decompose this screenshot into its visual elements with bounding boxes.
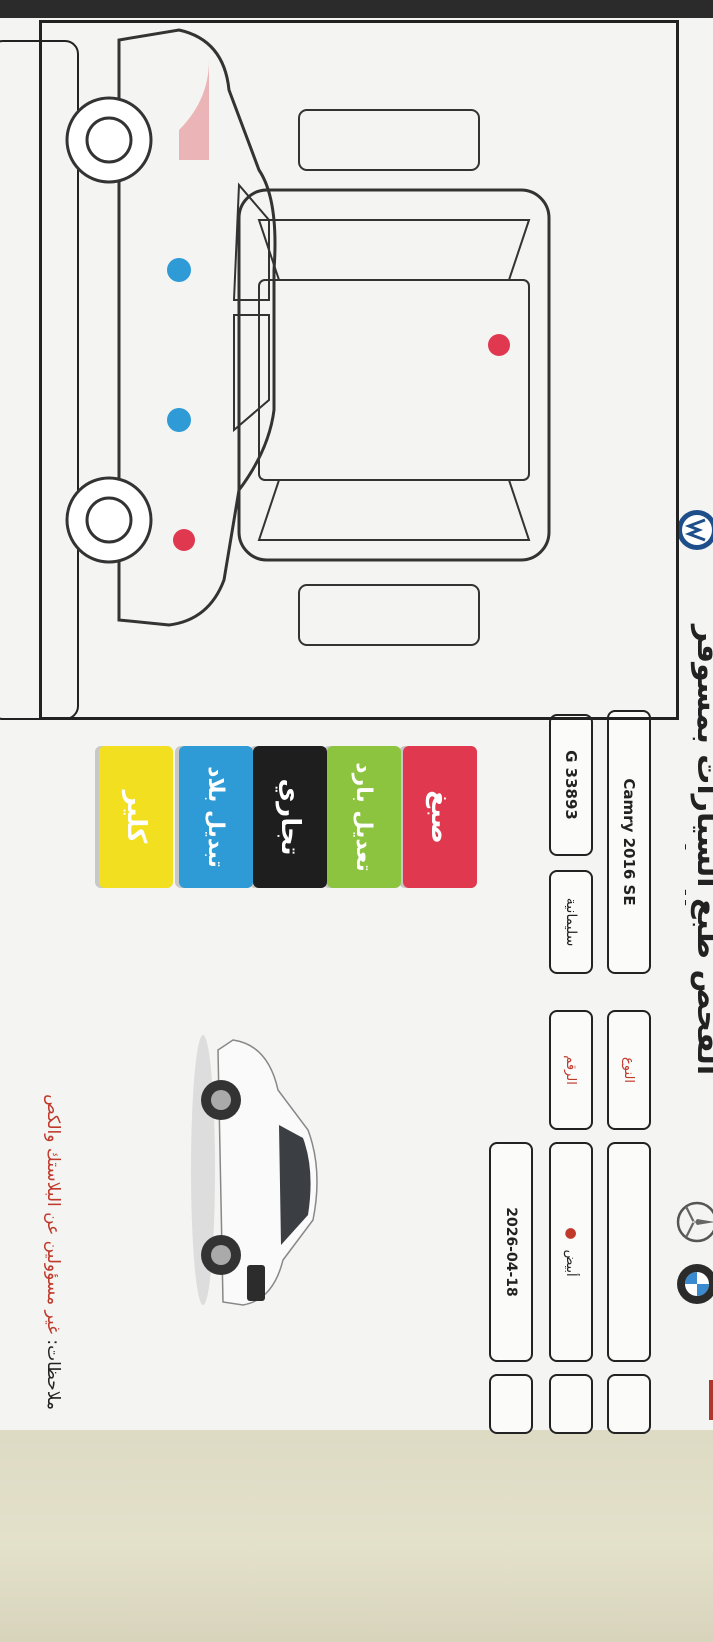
legend-replaced: تبديل بلاد [179, 746, 253, 888]
replace-mark-2 [167, 408, 191, 432]
type-value-box [607, 1142, 651, 1362]
volkswagen-logo [677, 510, 713, 550]
legend-paint-label: صبغ [425, 790, 455, 844]
plate-field: G 33893 [549, 714, 593, 856]
legend-commercial-label: تجاري [275, 778, 305, 856]
date-field: 2026-04-18 [489, 1142, 533, 1362]
notes-text: غير مسؤولين عن البلاستك والكص [43, 1094, 63, 1334]
row1-extra-box [607, 1374, 651, 1434]
type-label: النوع [621, 1057, 637, 1083]
type-field: النوع [607, 1010, 651, 1130]
model-field: Camry 2016 SE [607, 710, 651, 974]
paint-mark [488, 334, 510, 356]
row2-extra-box [549, 1374, 593, 1434]
legend-cold-repair-label: تعديل بارد [351, 762, 377, 872]
number-label: الرقم [563, 1055, 579, 1085]
issue-place-field: سليمانية [549, 870, 593, 974]
page-title: الفحص طبع السيارات بمسوفر العطيف [685, 624, 713, 1076]
number-field: الرقم [549, 1010, 593, 1130]
date-value: 2026-04-18 [503, 1207, 519, 1297]
model-value: Camry 2016 SE [620, 778, 638, 906]
white-sedan-photo [191, 1035, 318, 1306]
legend-replaced-label: تبديل بلاد [203, 766, 229, 868]
table-surface [0, 1400, 713, 1642]
row3-extra-box [489, 1374, 533, 1434]
red-dot-marker: ● [563, 1227, 579, 1240]
inspection-sheet: الفحص طبع السيارات بمسوفر العطيف Camry 2… [0, 0, 713, 1434]
top-view [237, 109, 551, 646]
plate-value: G 33893 [562, 750, 580, 820]
paint-mark-2 [173, 529, 195, 551]
car-damage-diagram [65, 28, 551, 646]
left-side-view [65, 28, 277, 627]
legend-clear-label: كلير [121, 790, 151, 844]
color-value: أبيض [563, 1249, 579, 1277]
notes-label: ملاحظات: [43, 1339, 63, 1410]
notes-line: ملاحظات: غير مسؤولين عن البلاستك والكص [23, 1080, 63, 1410]
legend-paint: صبغ [403, 746, 477, 888]
red-corner-mark [709, 1380, 713, 1420]
issue-place-value: سليمانية [563, 897, 579, 947]
legend-clear: كلير [99, 746, 173, 888]
legend-cold-repair: تعديل بارد [327, 746, 401, 888]
bmw-logo [677, 1264, 713, 1304]
sheet-bottom-border [0, 0, 713, 18]
color-field: أبيض ● [549, 1142, 593, 1362]
replace-mark [167, 258, 191, 282]
legend-commercial: تجاري [253, 746, 327, 888]
mercedes-logo [676, 1201, 713, 1243]
